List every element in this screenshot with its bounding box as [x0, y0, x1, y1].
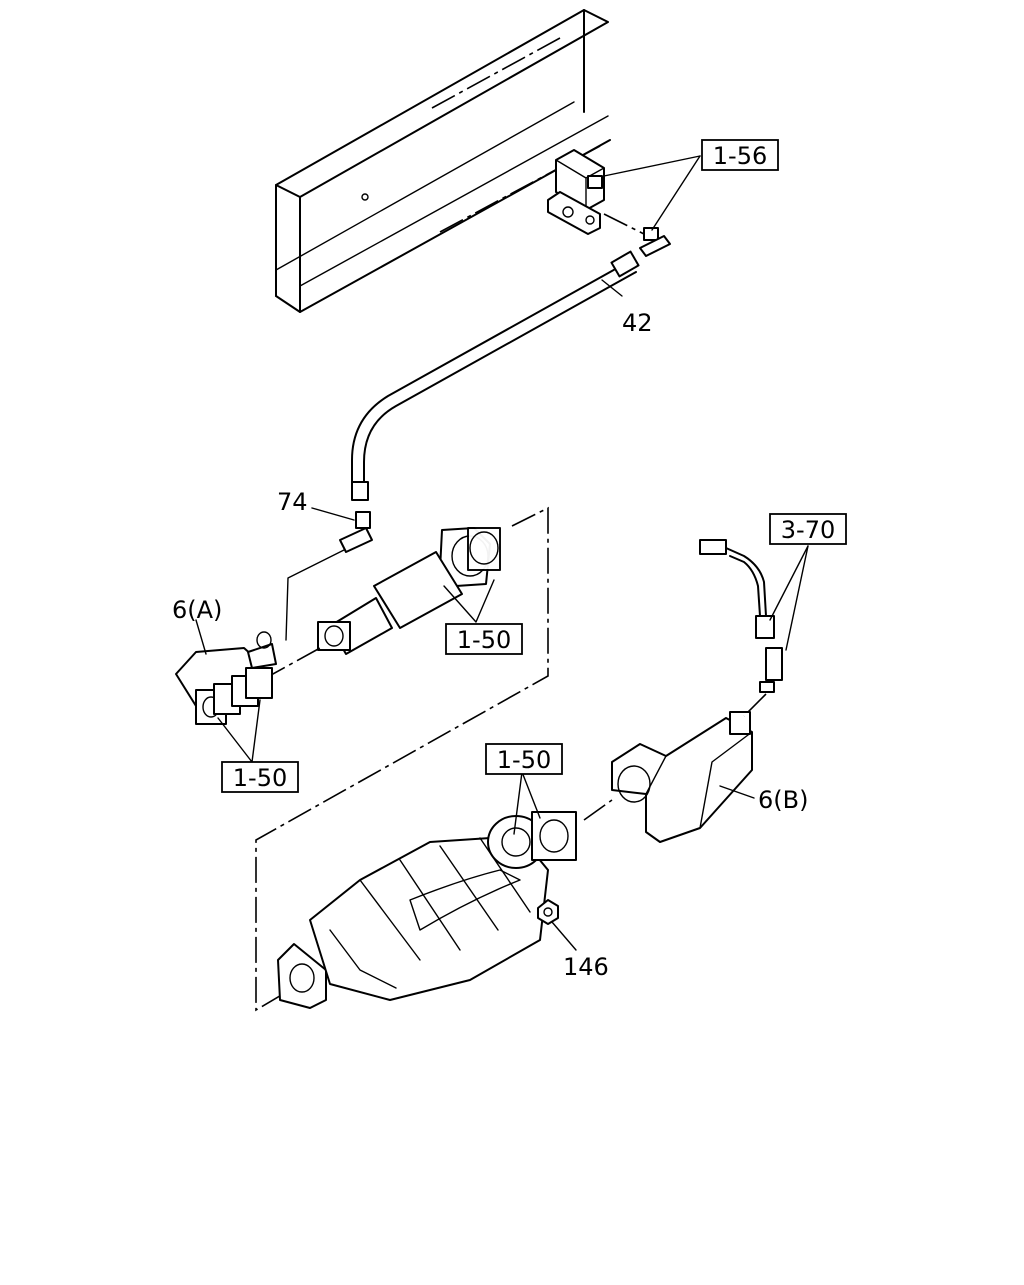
part-74-label[interactable]: 74 [277, 488, 308, 516]
elbow-fitting-upper[interactable] [639, 227, 671, 257]
part-6a-label[interactable]: 6(A) [172, 596, 222, 624]
dpf-assembly[interactable] [277, 811, 577, 1009]
part-6a[interactable] [175, 631, 277, 725]
part-6b[interactable] [611, 711, 753, 843]
elbow-fitting-74[interactable] [339, 511, 373, 553]
assembly-outline [255, 506, 549, 1012]
solenoid-valve[interactable] [547, 149, 605, 235]
ref-1-50-c-label: 1-50 [497, 746, 551, 774]
pipe-42[interactable] [351, 250, 640, 501]
sensor-dash-lead [743, 693, 767, 717]
ref-3-70[interactable]: 3-70 [769, 513, 847, 545]
nut-146[interactable] [537, 899, 559, 925]
ref-1-56[interactable]: 1-56 [701, 139, 779, 171]
ref-1-50-b[interactable]: 1-50 [221, 761, 299, 793]
ref-1-50-a-label: 1-50 [457, 626, 511, 654]
sensor-3-70[interactable] [699, 539, 783, 693]
ref-1-50-a[interactable]: 1-50 [445, 623, 523, 655]
ref-1-50-b-label: 1-50 [233, 764, 287, 792]
exhaust-pipe-mid[interactable] [317, 527, 501, 655]
ref-3-70-label: 3-70 [781, 516, 835, 544]
ref-1-50-c[interactable]: 1-50 [485, 743, 563, 775]
part-42-label[interactable]: 42 [622, 309, 653, 337]
fitting-74-lead [285, 549, 345, 641]
valve-dashed-lead [603, 213, 649, 237]
ref-1-56-label: 1-56 [713, 142, 767, 170]
part-146-label[interactable]: 146 [563, 953, 609, 981]
6b-dash-lead [583, 799, 613, 821]
part-6b-label[interactable]: 6(B) [758, 786, 808, 814]
